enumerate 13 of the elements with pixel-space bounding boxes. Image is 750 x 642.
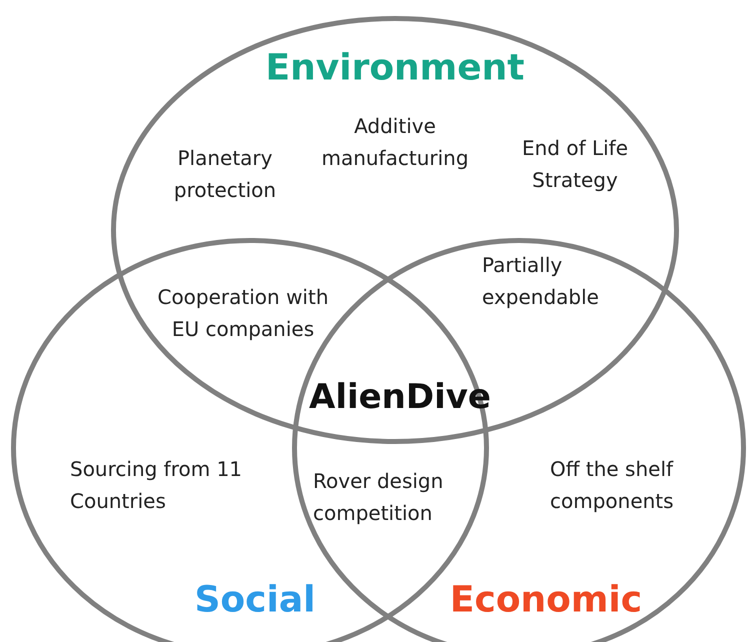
region-label: Cooperation with EU companies [156,284,330,343]
region-label: Partially expendable [482,252,600,311]
region-label: End of Life Strategy [520,135,630,194]
circle-title: Environment [266,48,524,88]
region-label: Planetary protection [172,145,278,204]
center-label: AlienDive [308,381,492,413]
circle-title: Social [194,580,316,620]
region-label: Rover design competition [313,468,444,527]
region-label: Sourcing from 11 Countries [70,456,244,515]
region-label: Off the shelf components [550,456,675,515]
venn-circle [111,16,679,444]
circle-title: Economic [450,580,642,620]
region-label: Additive manufacturing [320,113,470,172]
